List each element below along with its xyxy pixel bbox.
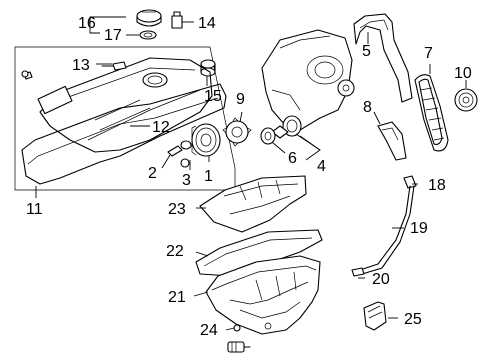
callout-9: 9 (236, 91, 245, 108)
callout-16: 16 (78, 15, 96, 32)
callout-20: 20 (372, 271, 390, 288)
callout-18: 18 (428, 177, 446, 194)
timing-cover-group (260, 29, 355, 145)
callout-25: 25 (404, 311, 422, 328)
harmonic-balancer (191, 123, 221, 157)
balancer-washer (180, 158, 190, 168)
callout-17: 17 (104, 27, 122, 44)
filler-cap-seal (139, 30, 157, 40)
timing-chain (414, 74, 449, 152)
oil-pan-baffle (199, 175, 307, 233)
oil-filler-cap-group (136, 9, 162, 40)
drain-plug (227, 341, 251, 353)
callout-23: 23 (168, 201, 186, 218)
oil-pan-gasket (195, 229, 323, 277)
callout-6: 6 (288, 150, 297, 167)
callout-8: 8 (363, 99, 372, 116)
callout-2: 2 (148, 165, 157, 182)
timing-cover (261, 29, 353, 131)
callout-12: 12 (152, 119, 170, 136)
callout-14: 14 (198, 15, 216, 32)
balancer-bolt (167, 145, 183, 157)
crank-sprocket (222, 117, 252, 147)
drain-plug-washer (233, 324, 241, 332)
valve-cover-gasket (21, 83, 227, 185)
callout-11: 11 (26, 201, 43, 218)
callout-22: 22 (166, 243, 184, 260)
dipstick-handle (403, 175, 417, 189)
callout-3: 3 (182, 172, 191, 189)
timing-chain-guide (377, 121, 407, 161)
valve-cover-frame (14, 46, 236, 191)
sensor (171, 15, 183, 29)
valve-cover-group (14, 46, 236, 191)
callout-13: 13 (72, 57, 90, 74)
callout-24: 24 (200, 322, 218, 339)
callout-4: 4 (317, 158, 326, 175)
callout-7: 7 (424, 45, 433, 62)
timing-cover-gasket (353, 13, 413, 103)
cam-sprocket (454, 88, 478, 112)
valve-cover (39, 57, 213, 153)
oil-pan (205, 255, 321, 335)
callout-5: 5 (362, 43, 371, 60)
dipstick-tube (359, 185, 411, 271)
callout-15: 15 (204, 88, 222, 105)
callout-1: 1 (204, 168, 213, 185)
leader-lines (35, 16, 467, 331)
callout-19: 19 (410, 220, 428, 237)
oil-filter (363, 301, 387, 331)
callout-numbers: 16 17 14 13 15 12 11 5 7 10 8 9 6 4 2 3 … (26, 15, 472, 339)
sensor-group (171, 11, 183, 29)
callout-10: 10 (454, 65, 472, 82)
callout-21: 21 (168, 289, 186, 306)
